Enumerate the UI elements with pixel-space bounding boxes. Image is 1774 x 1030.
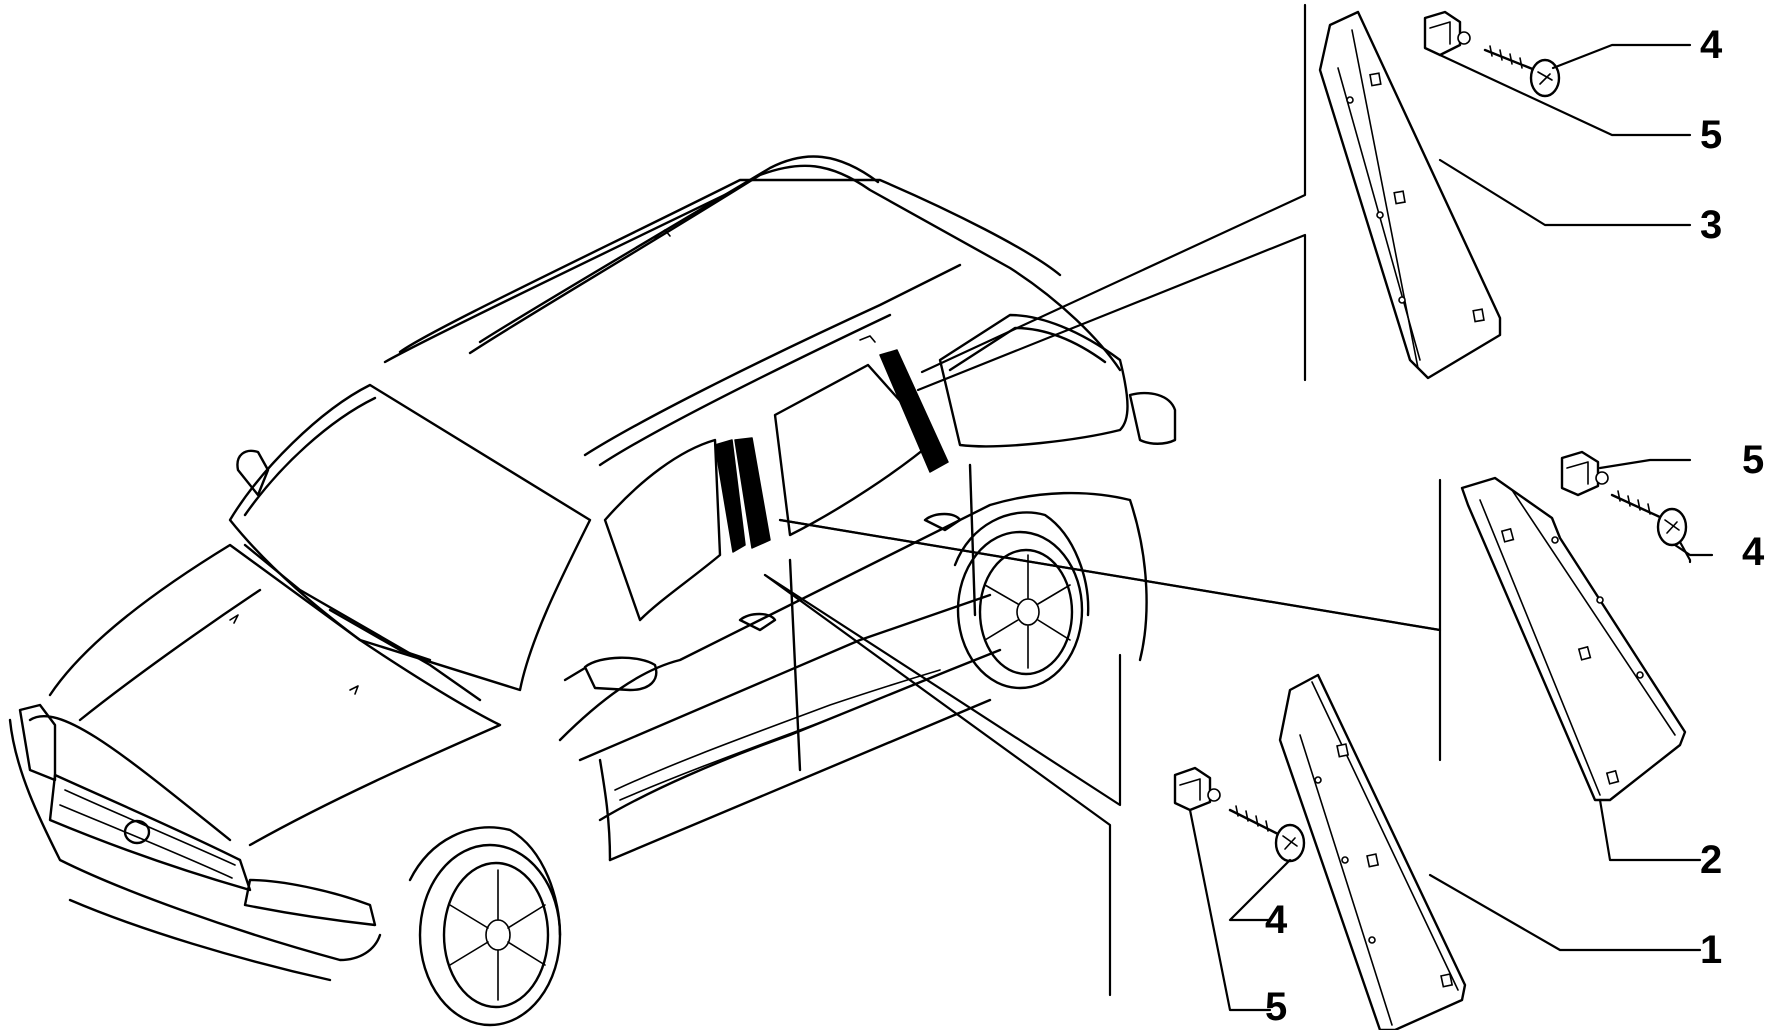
callout-leaders bbox=[1188, 43, 1714, 1012]
part-2-pillar-trim bbox=[1460, 476, 1687, 802]
leader-lines bbox=[763, 3, 1442, 997]
callout-5-mid: 5 bbox=[1742, 438, 1764, 482]
callout-5-bottom: 5 bbox=[1265, 985, 1287, 1029]
pillar-trim-rear-shade bbox=[734, 437, 771, 549]
callout-4-top: 4 bbox=[1700, 23, 1723, 67]
screw-4-top bbox=[1483, 45, 1561, 98]
callout-5-top: 5 bbox=[1700, 113, 1722, 157]
front-wheel bbox=[408, 826, 562, 1027]
callout-labels: 4 5 3 5 4 2 1 4 5 bbox=[1265, 23, 1765, 1029]
clip-5-bottom bbox=[1173, 766, 1221, 812]
pillar-trim-c-shade bbox=[879, 349, 949, 473]
callout-1: 1 bbox=[1700, 928, 1722, 972]
callout-4-bottom: 4 bbox=[1265, 898, 1288, 942]
clip-5-top bbox=[1423, 10, 1471, 57]
screw-4-bottom bbox=[1228, 805, 1306, 863]
screw-4-mid bbox=[1610, 490, 1688, 547]
callout-4-mid: 4 bbox=[1742, 530, 1765, 574]
vehicle-drawing bbox=[8, 155, 1177, 1027]
part-3-pillar-trim bbox=[1318, 10, 1502, 380]
pillar-trim-front-shade bbox=[714, 439, 746, 553]
clip-5-mid bbox=[1560, 450, 1609, 497]
callout-3: 3 bbox=[1700, 203, 1722, 247]
callout-2: 2 bbox=[1700, 838, 1722, 882]
part-1-pillar-trim bbox=[1278, 673, 1467, 1030]
rear-wheel bbox=[953, 511, 1090, 690]
